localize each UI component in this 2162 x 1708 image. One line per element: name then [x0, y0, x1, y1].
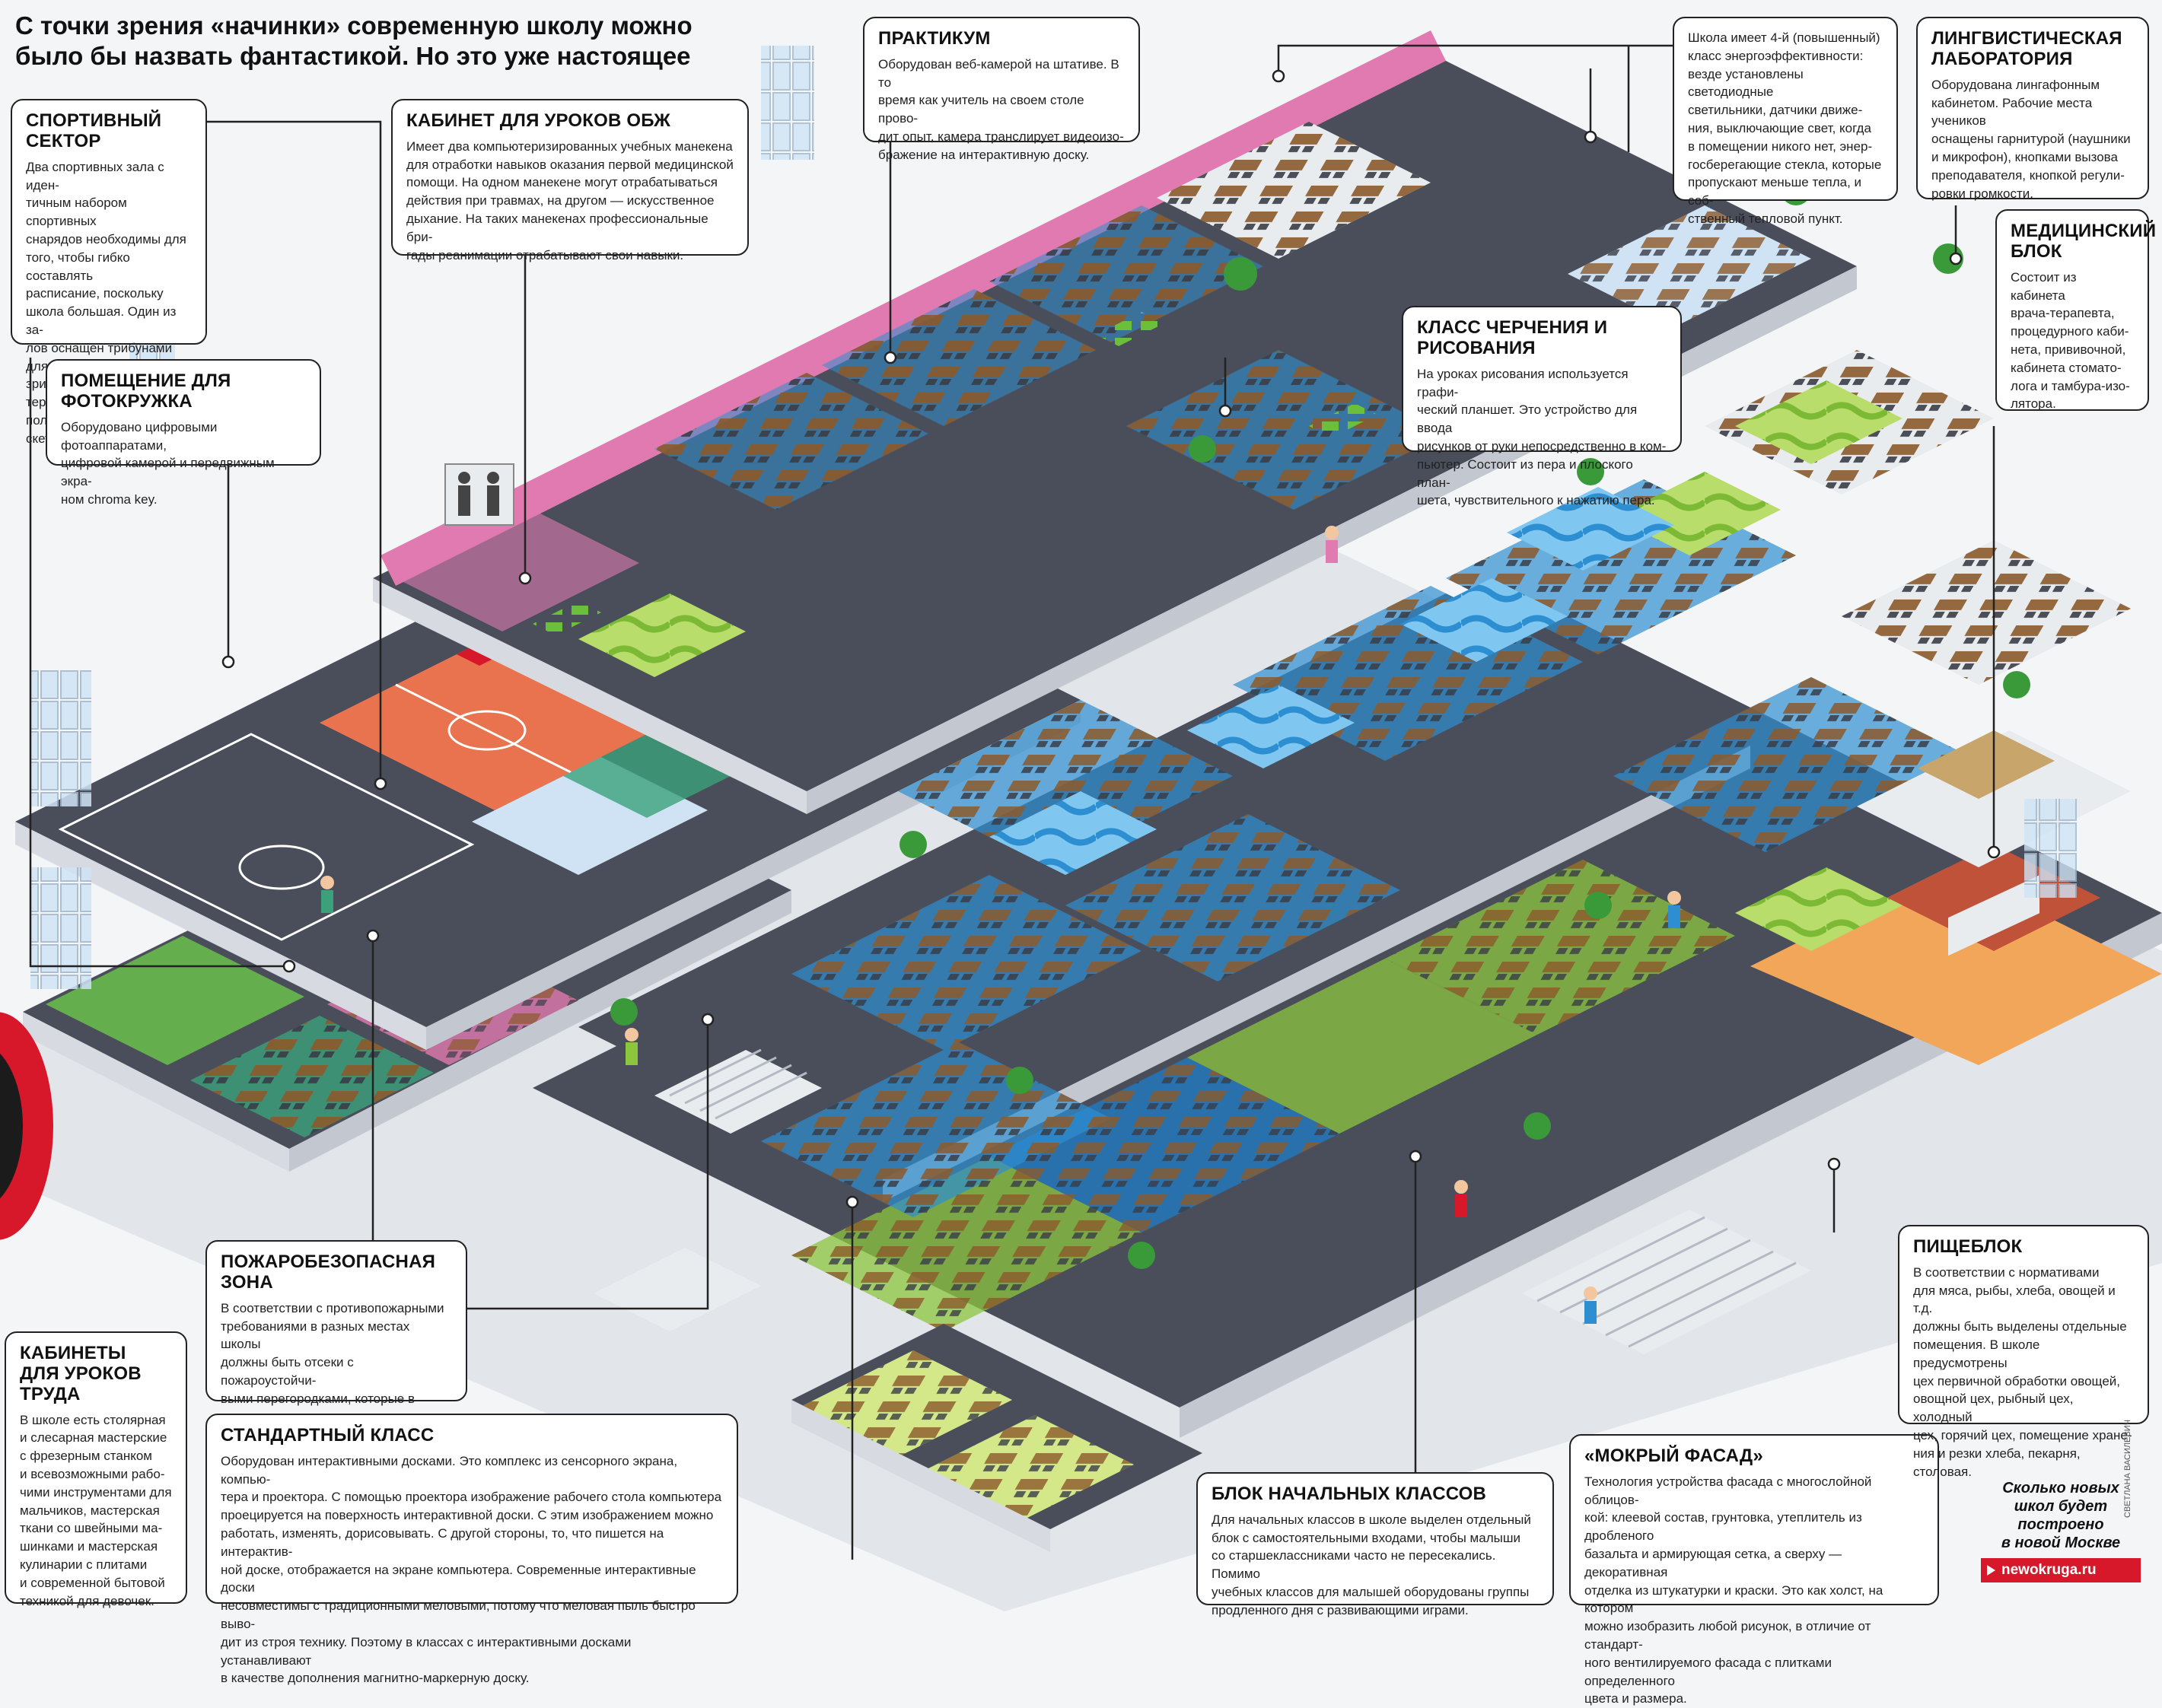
callout-title: Класс черчения и рисования [1417, 317, 1608, 358]
callout-photo-club: Помещение для фотокружка Оборудовано циф… [46, 359, 321, 507]
promo-link[interactable]: newokruga.ru [1981, 1558, 2141, 1582]
callout-canteen: Пищеблок В соответствии с нормативами дл… [1898, 1225, 2149, 1479]
facade-windows [30, 46, 2078, 989]
callout-text: Школа имеет 4-й (повышенный) класс энерг… [1688, 30, 1882, 226]
middle-floors [15, 472, 2131, 1331]
mannequins [444, 463, 514, 526]
leader-lines [29, 44, 1995, 1560]
callout-sport-sector: Спортивный сектор Два спортивных зала с … [11, 99, 207, 446]
callout-text: В соответствии с нормативами для мяса, р… [1913, 1264, 2132, 1479]
callout-fire-safe-zone: Пожаробезопасная зона В соответствии с п… [205, 1240, 467, 1460]
callout-text: Состоит из кабинета врача-терапевта, про… [2011, 269, 2130, 412]
callout-title: Пожаробезопасная зона [221, 1252, 436, 1293]
callout-title: «Мокрый фасад» [1584, 1446, 1763, 1466]
callout-title: Медицинский блок [2011, 221, 2157, 262]
promo-title: Сколько новых школ будет построено в нов… [2001, 1480, 2121, 1551]
callout-title: Пищеблок [1913, 1236, 2023, 1257]
callout-primary-block: Блок начальных классов Для начальных кла… [1196, 1472, 1554, 1617]
callout-labor-classes: Кабинеты для уроков труда В школе есть с… [5, 1331, 187, 1608]
callout-obzh-room: Кабинет для уроков ОБЖ Имеет два компьют… [391, 99, 749, 262]
headline: С точки зрения «начинки» современную шко… [15, 11, 693, 70]
callout-text: Оборудован интерактивными досками. Это к… [221, 1453, 722, 1686]
callout-title: Стандартный класс [221, 1425, 435, 1446]
callout-text: На уроках рисования используется графи- … [1417, 366, 1667, 508]
callout-text: Оборудовано цифровыми фотоаппаратами, ци… [61, 419, 275, 507]
callout-drawing-class: Класс черчения и рисования На уроках рис… [1402, 306, 1682, 507]
callout-text: Имеет два компьютеризированных учебных м… [406, 138, 734, 262]
callout-title: Спортивный сектор [26, 110, 162, 151]
callout-text: Оборудована лингафонным кабинетом. Рабоч… [1931, 77, 2131, 201]
illustrator-credit: СВЕТЛАНА ВАСИЛЕВИЧ [2123, 1419, 2132, 1518]
callout-text: Оборудован веб-камерой на штативе. В то … [878, 56, 1124, 162]
promo-link-text: newokruga.ru [2001, 1562, 2097, 1578]
callout-text: Для начальных классов в школе выделен от… [1212, 1512, 1531, 1617]
callout-title: Кабинеты для уроков труда [20, 1343, 142, 1404]
callout-title: Помещение для фотокружка [61, 371, 231, 412]
play-arrow-icon [1987, 1564, 1995, 1576]
callout-medical-block: Медицинский блок Состоит из кабинета вра… [1995, 209, 2157, 412]
callout-title: Практикум [878, 28, 991, 49]
callout-linguistic-lab: Лингвистическая лаборатория Оборудована … [1916, 17, 2149, 201]
callout-energy-efficiency: Школа имеет 4-й (повышенный) класс энерг… [1673, 17, 1898, 226]
callout-wet-facade: «Мокрый фасад» Технология устройства фас… [1569, 1434, 1939, 1706]
leader-dots [221, 69, 2001, 1209]
callout-title: Лингвистическая лаборатория [1931, 28, 2122, 69]
callout-title: Кабинет для уроков ОБЖ [406, 110, 671, 131]
people [320, 526, 1681, 1324]
callout-text: В школе есть столярная и слесарная масте… [20, 1412, 172, 1608]
callout-praktikum: Практикум Оборудован веб-камерой на штат… [863, 17, 1140, 162]
promo-block: Сколько новых школ будет построено в нов… [1969, 1452, 2152, 1600]
callout-text: Технология устройства фасада с многослой… [1584, 1474, 1883, 1706]
callout-standard-class: Стандартный класс Оборудован интерактивн… [205, 1414, 738, 1685]
school-isometric-illustration [15, 30, 2162, 1611]
callout-title: Блок начальных классов [1212, 1484, 1487, 1504]
